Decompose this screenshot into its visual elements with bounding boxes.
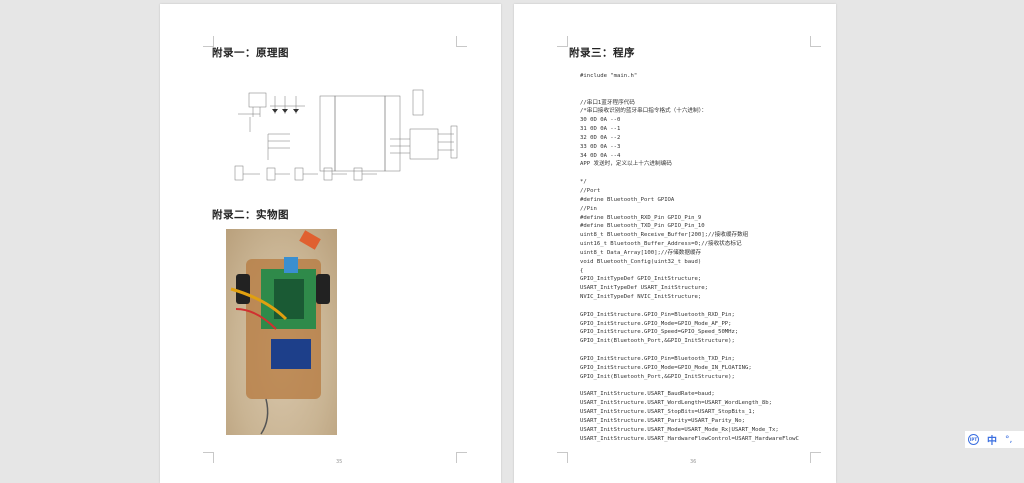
- code-line: uint8_t Bluetooth_Receive_Buffer[200];//…: [580, 232, 749, 239]
- code-line: GPIO_InitTypeDef GPIO_InitStructure;: [580, 276, 702, 283]
- code-line: [580, 382, 799, 391]
- code-line: GPIO_InitStructure.GPIO_Speed=GPIO_Speed…: [580, 329, 739, 336]
- appendix1-heading: 附录一：原理图: [212, 47, 289, 59]
- code-line: USART_InitStructure.USART_BaudRate=baud;: [580, 391, 715, 398]
- code-line: USART_InitStructure.USART_Parity=USART_P…: [580, 417, 746, 424]
- ime-toolbar: IPT 中 °,: [965, 431, 1024, 448]
- code-line: {: [580, 267, 584, 274]
- code-line: [580, 346, 799, 355]
- ipt-icon[interactable]: IPT: [968, 434, 979, 445]
- code-line: #include "main.h": [580, 73, 638, 79]
- schematic-diagram: [234, 89, 458, 181]
- code-line: [580, 169, 799, 178]
- page-35: 附录一：原理图 附录二：实物图: [160, 4, 501, 483]
- page-36: 附录三：程序 #include "main.h" //串口1蓝牙程序代码 /*串口接…: [514, 4, 836, 483]
- margin-mark: [456, 452, 467, 463]
- code-line: USART_InitTypeDef USART_InitStructure;: [580, 285, 708, 292]
- page-number: 36: [690, 459, 697, 465]
- margin-mark: [203, 452, 214, 463]
- code-listing: #include "main.h" //串口1蓝牙程序代码 /*串口接收识别的蓝牙串…: [580, 72, 799, 443]
- language-toggle[interactable]: 中: [987, 436, 997, 447]
- code-line: [580, 81, 799, 90]
- code-line: #define Bluetooth_Port GPIOA: [580, 196, 675, 203]
- code-line: uint8_t Data_Array[100];//存储数据缓存: [580, 249, 702, 256]
- code-line: #define Bluetooth_TXD_Pin GPIO_Pin_10: [580, 223, 705, 230]
- code-line: [580, 90, 799, 99]
- code-line: #define Bluetooth_RXD_Pin GPIO_Pin_9: [580, 214, 702, 221]
- code-line: uint16_t Bluetooth_Buffer_Address=0;//接收…: [580, 241, 742, 248]
- appendix3-heading: 附录三：程序: [569, 47, 635, 59]
- code-line: void Bluetooth_Config(uint32_t baud): [580, 258, 702, 265]
- code-line: 34 0D 0A --4: [580, 152, 621, 159]
- code-line: GPIO_InitStructure.GPIO_Mode=GPIO_Mode_A…: [580, 320, 732, 327]
- code-line: //Pin: [580, 205, 597, 212]
- margin-mark: [557, 36, 568, 47]
- code-line: GPIO_Init(Bluetooth_Port,&GPIO_InitStruc…: [580, 338, 735, 345]
- code-line: GPIO_InitStructure.GPIO_Pin=Bluetooth_TX…: [580, 356, 735, 362]
- margin-mark: [810, 452, 821, 463]
- punctuation-toggle-icon[interactable]: °,: [1005, 434, 1013, 445]
- code-line: 31 0D 0A --1: [580, 126, 621, 133]
- code-line: */: [580, 179, 587, 186]
- margin-mark: [557, 452, 568, 463]
- code-line: //串口1蓝牙程序代码: [580, 99, 635, 106]
- code-line: GPIO_InitStructure.GPIO_Pin=Bluetooth_RX…: [580, 311, 735, 318]
- code-line: 30 0D 0A --0: [580, 117, 621, 124]
- margin-mark: [810, 36, 821, 47]
- page-number: 35: [336, 459, 343, 465]
- code-line: /*串口接收识别的蓝牙串口指令格式（十六进制）：: [580, 108, 707, 115]
- robot-car-photo: [226, 229, 337, 435]
- code-line: APP 发送时，定义以上十六进制编码: [580, 161, 672, 168]
- code-line: 33 0D 0A --3: [580, 143, 621, 150]
- code-line: USART_InitStructure.USART_HardwareFlowCo…: [580, 435, 799, 442]
- code-line: GPIO_Init(Bluetooth_Port,&GPIO_InitStruc…: [580, 373, 735, 380]
- code-line: [580, 302, 799, 311]
- code-line: USART_InitStructure.USART_StopBits=USART…: [580, 409, 756, 416]
- margin-mark: [203, 36, 214, 47]
- code-line: //Port: [580, 187, 601, 194]
- code-line: GPIO_InitStructure.GPIO_Mode=GPIO_Mode_I…: [580, 364, 752, 371]
- code-line: USART_InitStructure.USART_WordLength=USA…: [580, 400, 772, 407]
- code-line: USART_InitStructure.USART_Mode=USART_Mod…: [580, 426, 779, 433]
- code-line: NVIC_InitTypeDef NVIC_InitStructure;: [580, 294, 702, 301]
- code-line: 32 0D 0A --2: [580, 134, 621, 141]
- appendix2-heading: 附录二：实物图: [212, 209, 289, 221]
- margin-mark: [456, 36, 467, 47]
